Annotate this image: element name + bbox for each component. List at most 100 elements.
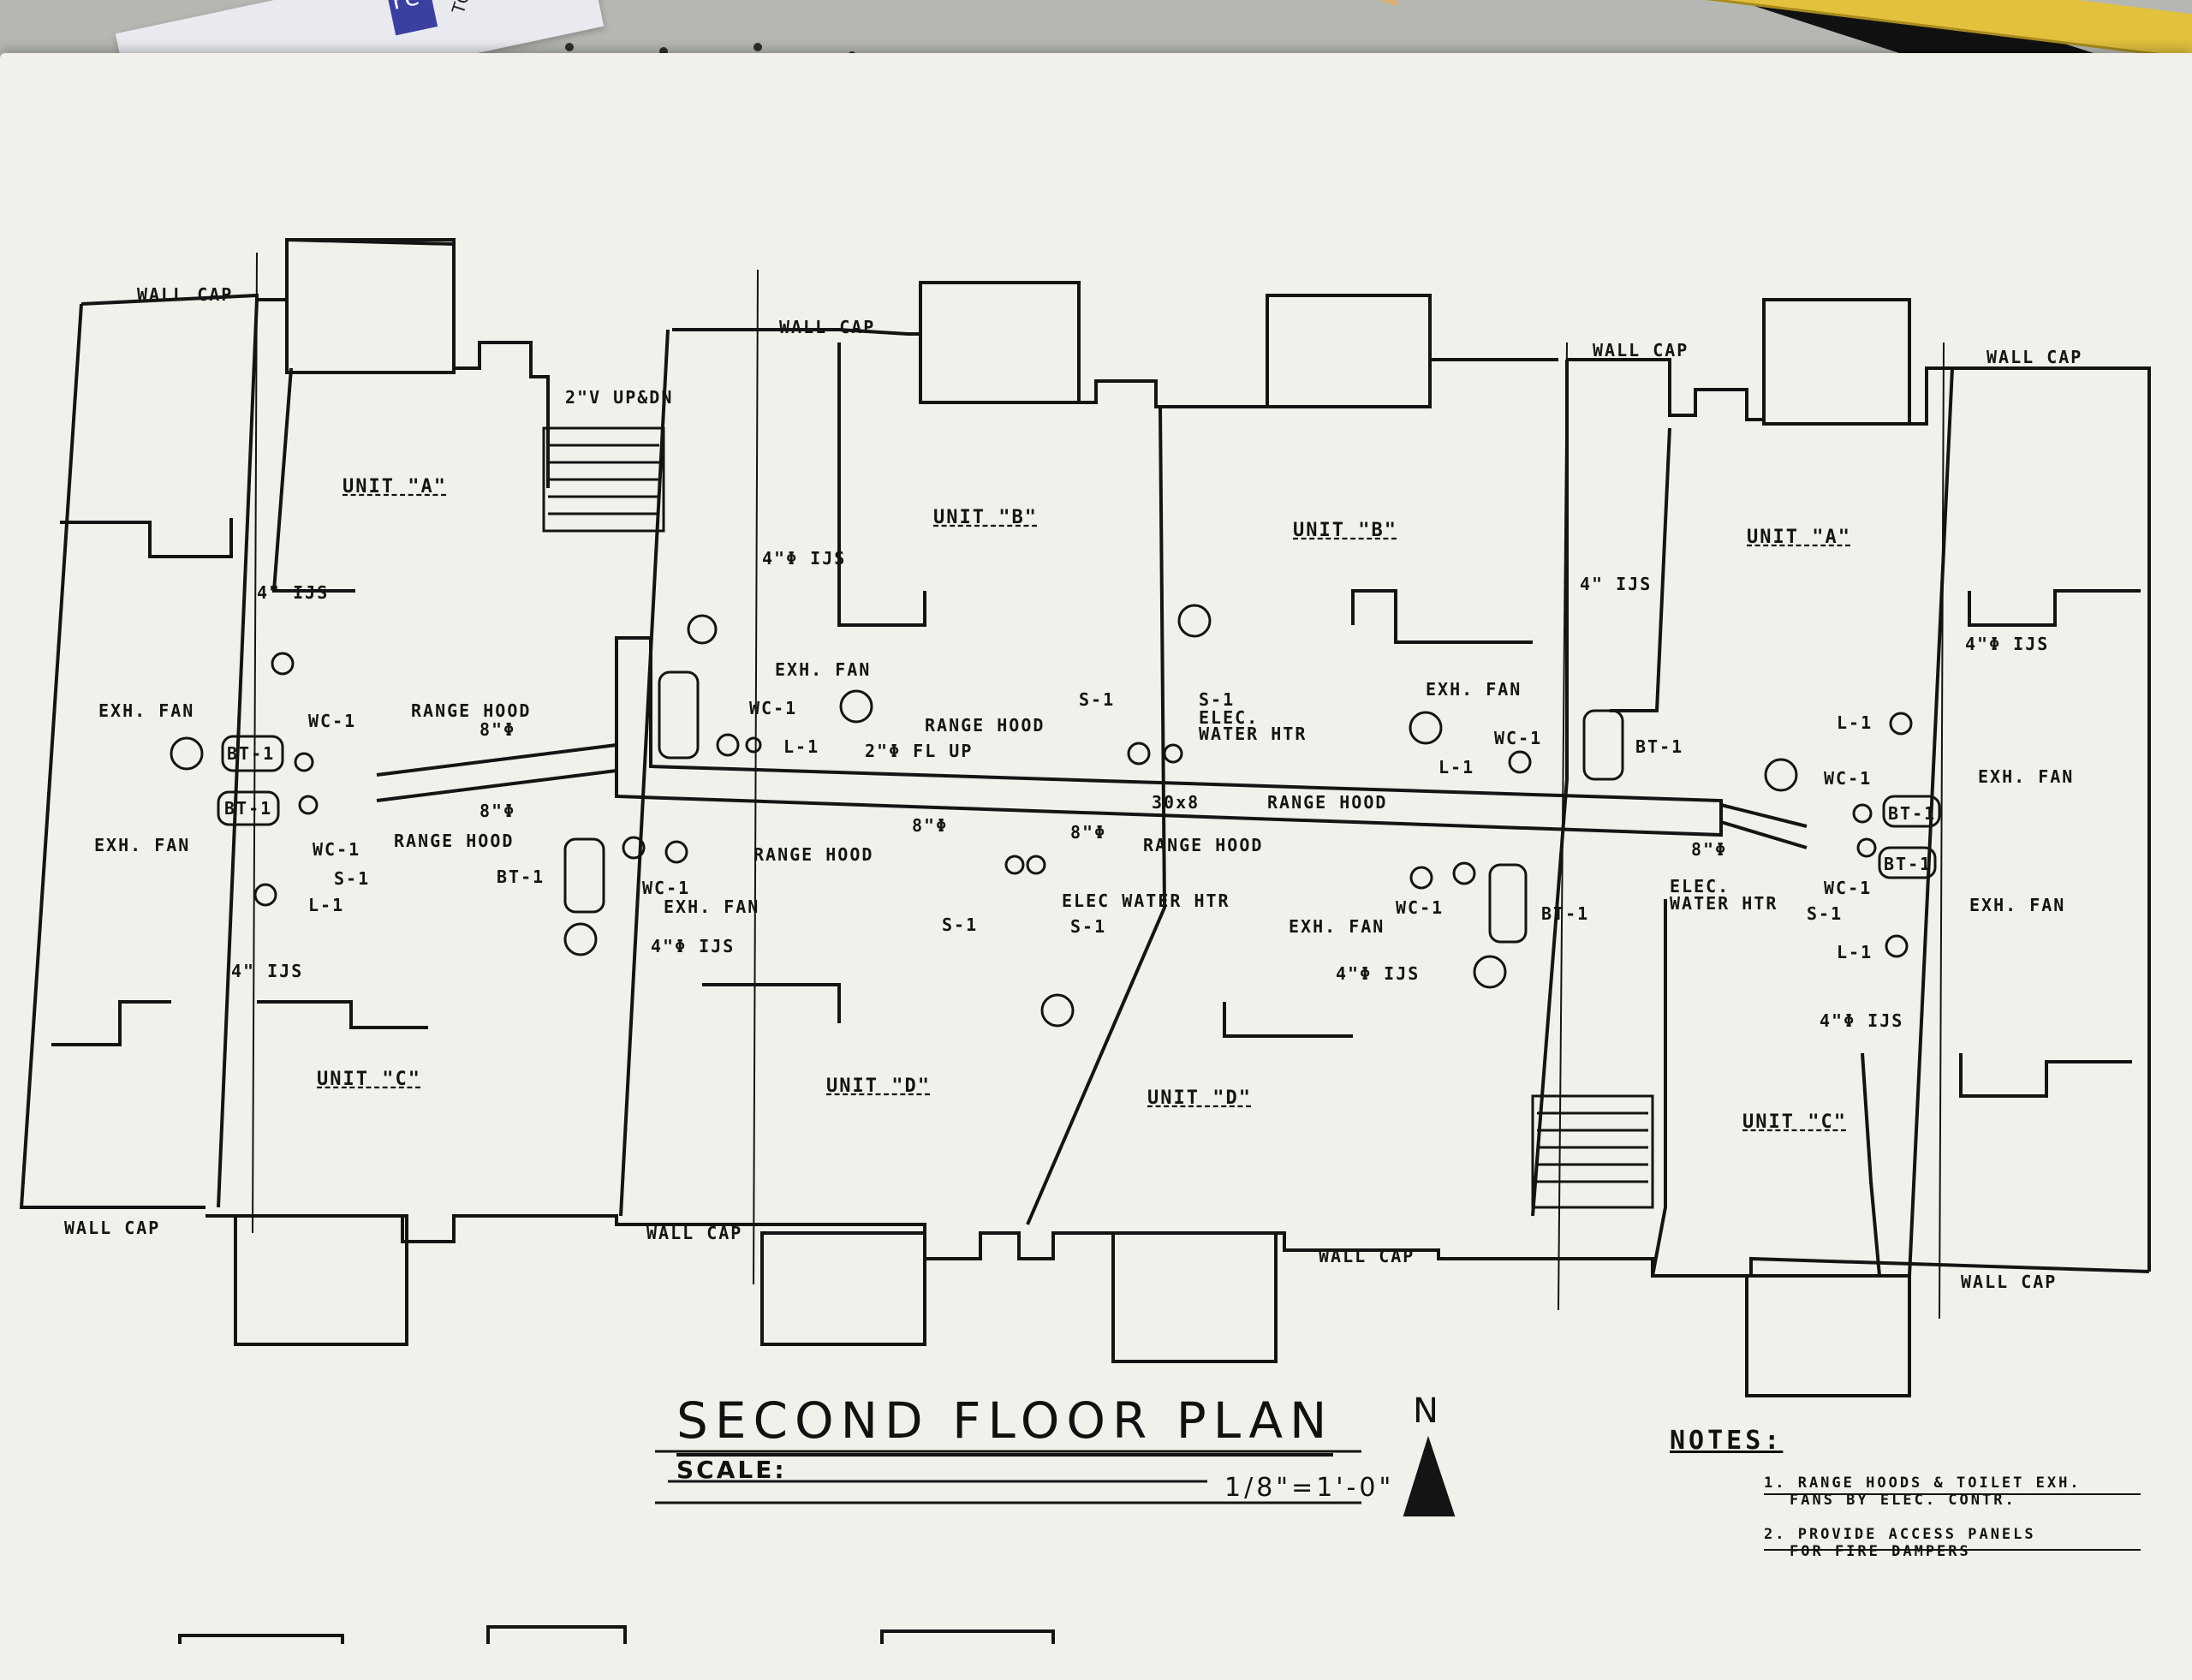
fixture-tag: L-1 — [783, 736, 820, 757]
interior-wall — [257, 1000, 428, 1029]
exhaust-fan-label: EXH. FAN — [98, 700, 195, 721]
unit-label: UNIT "C" — [317, 1069, 421, 1090]
interior-wall — [1968, 589, 2141, 627]
duct-size-label: 4"Φ IJS — [651, 936, 736, 956]
exhaust-fan-label: EXH. FAN — [1978, 766, 2075, 787]
fixture-tag: WC-1 — [1396, 897, 1444, 918]
duct-size-label: 8"Φ — [480, 719, 516, 740]
exterior-wall-west-side — [19, 303, 206, 1209]
duct-size-label: 4"Φ IJS — [762, 548, 847, 569]
wall-cap-label: WALL CAP — [1961, 1272, 2058, 1292]
exhaust-fan-label: EXH. FAN — [1426, 679, 1522, 700]
duct-size-label: 4"Φ IJS — [1336, 963, 1421, 984]
fixture-tag: WC-1 — [1494, 728, 1543, 748]
fixture-tag: S-1 — [1199, 689, 1236, 710]
duct-size-label: 4"Φ IJS — [1820, 1010, 1904, 1031]
floor-plan-drawing — [19, 237, 2151, 1644]
range-hood-label: RANGE HOOD — [1267, 792, 1388, 813]
balcony — [760, 1231, 926, 1346]
unit-label: UNIT "B" — [933, 507, 1038, 528]
fixture-tag: WC-1 — [1824, 768, 1873, 789]
party-wall — [217, 299, 259, 1208]
fixture-tag: L-1 — [1837, 942, 1873, 962]
note-line: FOR FIRE DAMPERS — [1790, 1543, 1971, 1560]
interior-wall — [1351, 589, 1533, 644]
north-label: N — [1413, 1391, 1438, 1431]
fixture-tag: WC-1 — [308, 711, 357, 731]
desk-dot — [659, 47, 668, 56]
exhaust-fan-label: EXH. FAN — [94, 835, 191, 855]
duct-size-label: 4" IJS — [231, 961, 304, 981]
duct-size-label: 8"Φ — [1691, 839, 1728, 860]
exhaust-fan-label: EXH. FAN — [775, 659, 872, 680]
balcony — [285, 238, 456, 374]
fixture-tag: BT-1 — [227, 743, 276, 764]
pipe-riser — [753, 269, 759, 1285]
fixture-tag: BT-1 — [1541, 903, 1590, 924]
corridor-stair-left — [376, 743, 617, 802]
water-heater-label: ELEC WATER HTR — [1062, 891, 1230, 911]
notes-heading: NOTES: — [1670, 1426, 1784, 1456]
interior-wall — [51, 1000, 171, 1046]
interior-wall — [1861, 1052, 1881, 1277]
wall-cap-label: WALL CAP — [137, 284, 234, 305]
fixture-tag: S-1 — [1807, 903, 1844, 924]
stairwell-south — [1531, 1094, 1654, 1209]
fixture-tag: L-1 — [1837, 712, 1873, 733]
plumbing-fixtures — [253, 652, 1913, 958]
balcony — [919, 281, 1081, 404]
desk-dot — [754, 43, 762, 51]
range-hood-label: RANGE HOOD — [1143, 835, 1264, 855]
balcony — [1111, 1231, 1278, 1363]
wall-cap-label: WALL CAP — [1319, 1246, 1415, 1266]
unit-label: UNIT "D" — [826, 1075, 931, 1097]
interior-wall — [1959, 1053, 2132, 1098]
scale-value: 1/8"=1'-0" — [1224, 1473, 1395, 1503]
drawing-title: SECOND FLOOR PLAN — [676, 1391, 1334, 1457]
bathtub — [221, 735, 284, 772]
note-line: 1. RANGE HOODS & TOILET EXH. — [1764, 1474, 2082, 1492]
stairwell-north — [542, 426, 665, 533]
unit-label: UNIT "D" — [1147, 1087, 1252, 1109]
exhaust-fan-label: EXH. FAN — [1969, 895, 2066, 915]
interior-wall — [60, 518, 233, 558]
range-hood-label: RANGE HOOD — [411, 700, 532, 721]
balcony — [234, 1214, 408, 1346]
exhaust-fan-label: EXH. FAN — [664, 897, 760, 917]
bathtub — [1878, 846, 1937, 879]
interior-wall — [1223, 1002, 1353, 1038]
pipe-riser — [1558, 342, 1568, 1311]
wall-cap-label: WALL CAP — [1986, 347, 2083, 367]
interior-wall — [1651, 899, 1667, 1277]
fixture-tag: S-1 — [1070, 916, 1107, 937]
unit-label: UNIT "A" — [342, 476, 447, 497]
range-hood-label: RANGE HOOD — [754, 844, 874, 865]
fixture-tag: BT-1 — [497, 867, 545, 887]
range-hood-label: RANGE HOOD — [925, 715, 1045, 736]
unit-label: UNIT "A" — [1747, 527, 1851, 548]
interior-wall — [702, 983, 841, 1023]
fixture-tag: BT-1 — [1884, 854, 1933, 874]
wall-cap-label: WALL CAP — [64, 1218, 161, 1238]
fixture-tag: S-1 — [1079, 689, 1116, 710]
scale-label: SCALE: — [676, 1456, 787, 1484]
plumbing-section-bubbles — [170, 604, 1798, 1028]
fixture-tag: L-1 — [1438, 757, 1475, 777]
duct-size-label: 30x8 — [1152, 792, 1200, 813]
wall-cap-label: WALL CAP — [1593, 340, 1689, 360]
fl-up-label: 2"Φ FL UP — [865, 741, 974, 761]
wall-cap-label: WALL CAP — [779, 317, 876, 337]
next-sheet-edge — [178, 1625, 1055, 1644]
party-wall — [1531, 360, 1569, 1217]
note-line: FANS BY ELEC. CONTR. — [1790, 1492, 2016, 1509]
duct-size-label: 8"Φ — [1070, 822, 1107, 843]
interior-wall — [1610, 427, 1671, 712]
note-line: 2. PROVIDE ACCESS PANELS — [1764, 1526, 2036, 1543]
notes-underline — [1764, 1493, 2141, 1551]
fixture-tag: S-1 — [942, 914, 979, 935]
fixture-tag: WC-1 — [749, 698, 798, 718]
duct-size-label: 8"Φ — [912, 815, 949, 836]
party-wall — [619, 329, 670, 1217]
duct-size-label: 8"Φ — [480, 801, 516, 821]
bathtub — [217, 790, 280, 826]
